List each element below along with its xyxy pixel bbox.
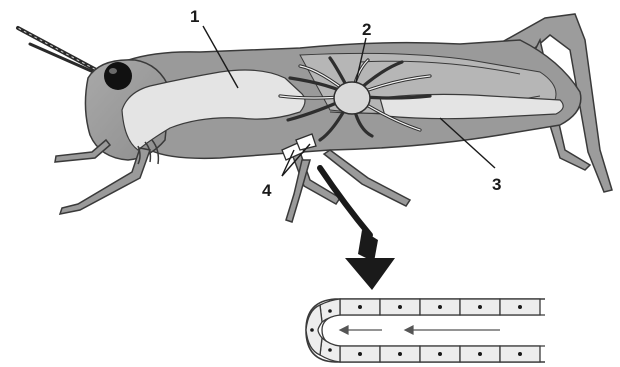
- tubule-detail: [306, 299, 545, 362]
- compound-eye-icon: [104, 62, 132, 90]
- label-1: 1: [190, 7, 199, 26]
- tubule-junction: [334, 82, 370, 114]
- antennae: [18, 28, 100, 74]
- label-2: 2: [362, 20, 371, 39]
- label-3: 3: [492, 175, 501, 194]
- label-4: 4: [262, 181, 272, 200]
